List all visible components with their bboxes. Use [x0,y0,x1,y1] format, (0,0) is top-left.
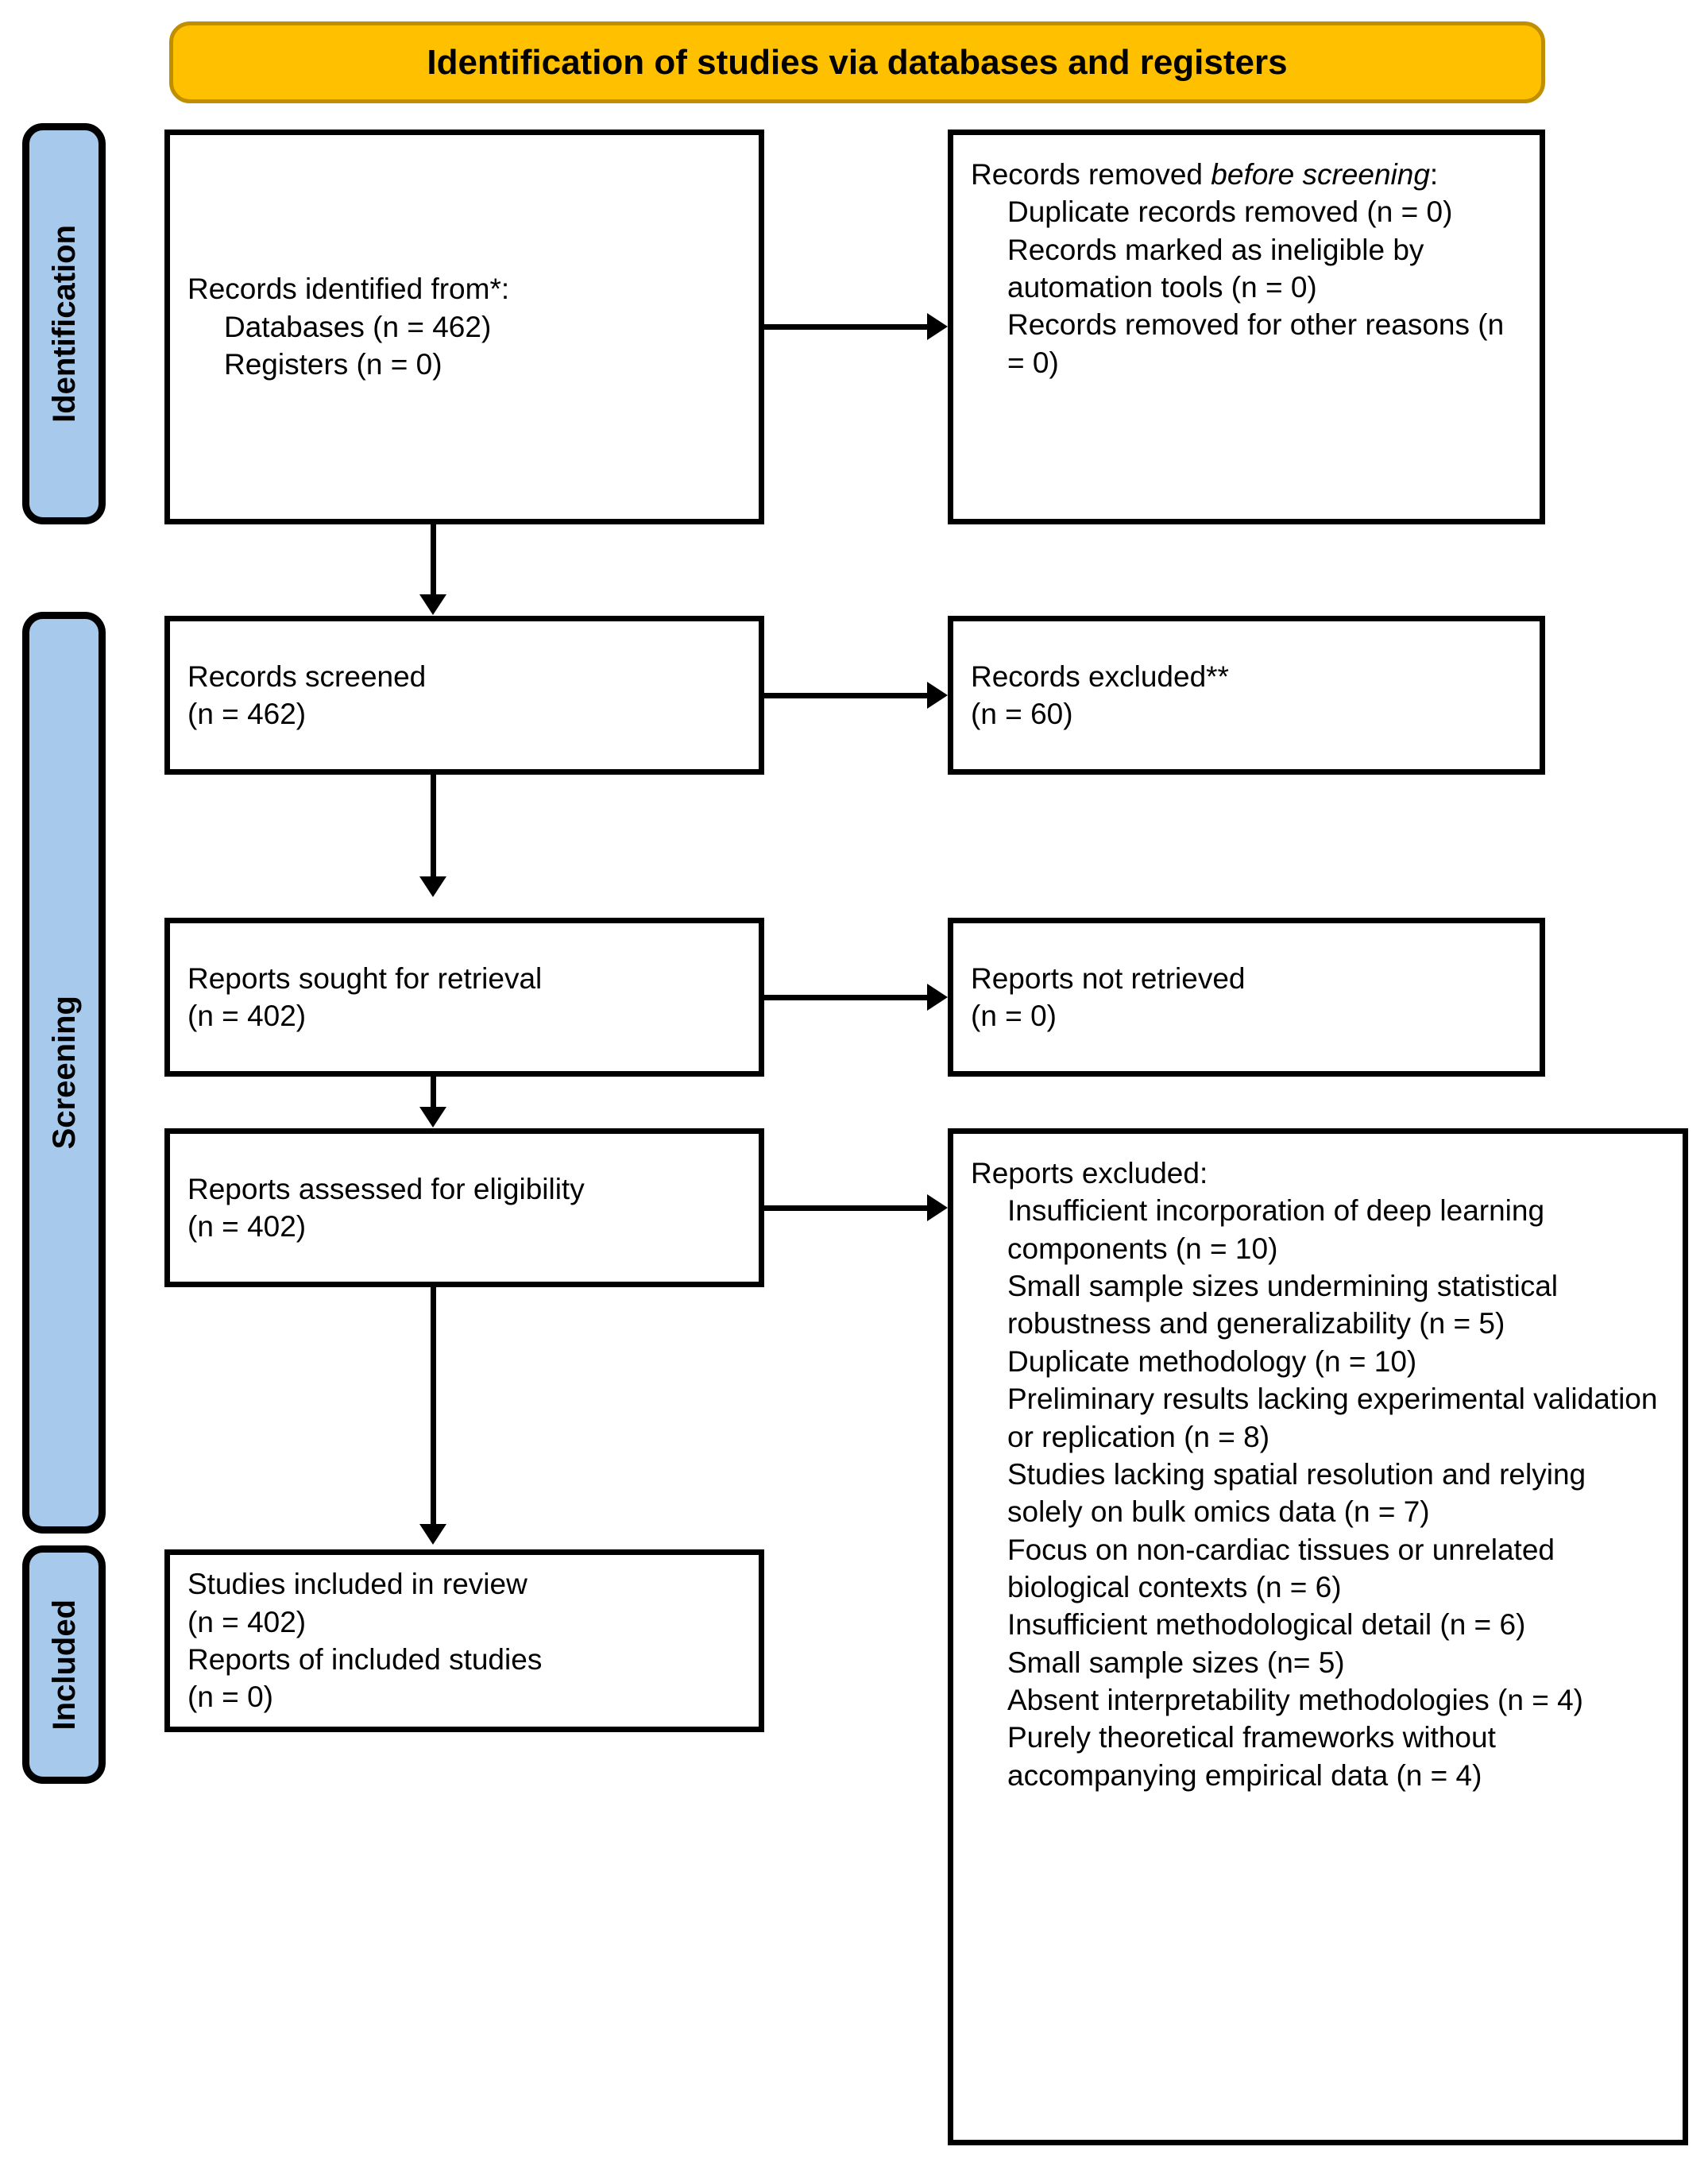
records-removed-heading-plain: Records removed [971,158,1211,191]
records-removed-heading-italic: before screening [1211,158,1430,191]
records-removed-line-2: Records removed for other reasons (n = 0… [1007,308,1513,379]
reports-excluded-line-4: Studies lacking spatial resolution and r… [1007,1457,1594,1529]
stage-tab-screening: Screening [22,612,106,1534]
records-screened-count: (n = 462) [187,698,307,730]
studies-included-line-2: Reports of included studies [187,1643,543,1676]
connector-sought-to-assessed [431,1077,436,1108]
stage-tab-screening-label: Screening [46,996,82,1150]
box-records-removed-before-screening: Records removed before screening: Duplic… [948,130,1545,524]
reports-excluded-line-1: Small sample sizes undermining statistic… [1007,1270,1567,1340]
box-records-screened: Records screened (n = 462) [164,616,764,775]
reports-sought-heading: Reports sought for retrieval [187,961,543,995]
reports-assessed-count: (n = 402) [187,1210,307,1243]
arrowhead-screened-to-sought [419,876,446,897]
records-identified-heading: Records identified from*: [187,273,510,306]
connector-screened-to-sought [431,775,436,876]
reports-excluded-line-3: Preliminary results lacking experimental… [1007,1383,1666,1453]
records-removed-line-0: Duplicate records removed (n = 0) [1007,195,1453,229]
stage-tab-identification-label: Identification [46,225,82,423]
records-identified-line-0: Databases (n = 462) [224,310,492,343]
studies-included-line-0: Studies included in review [187,1568,527,1601]
connector-identified-to-screened [431,524,436,594]
arrowhead-identified-to-screened [419,594,446,615]
studies-included-line-1: (n = 402) [187,1605,307,1638]
records-identified-line-1: Registers (n = 0) [224,348,442,381]
box-records-identified: Records identified from*: Databases (n =… [164,130,764,524]
arrowhead-assessed-to-included [419,1524,446,1545]
connector-sought-to-not-retrieved [764,995,927,1000]
reports-excluded-line-9: Purely theoretical frameworks without ac… [1007,1721,1505,1792]
arrowhead-assessed-to-reports-excluded [927,1194,948,1221]
connector-identified-to-removed [764,324,927,330]
box-studies-included-in-review: Studies included in review (n = 402) Rep… [164,1549,764,1732]
records-removed-heading-tail: : [1429,158,1439,191]
box-reports-excluded: Reports excluded: Insufficient incorpora… [948,1128,1688,2145]
records-removed-heading: Records removed before screening: [971,156,1522,193]
arrowhead-sought-to-assessed [419,1107,446,1127]
reports-excluded-line-0: Insufficient incorporation of deep learn… [1007,1194,1553,1265]
reports-excluded-line-2: Duplicate methodology (n = 10) [1007,1344,1417,1378]
box-records-excluded: Records excluded** (n = 60) [948,616,1545,775]
box-reports-not-retrieved: Reports not retrieved (n = 0) [948,918,1545,1077]
records-removed-line-1: Records marked as ineligible by automati… [1007,233,1432,304]
stage-tab-included-label: Included [46,1599,82,1731]
banner-title: Identification of studies via databases … [427,42,1288,82]
records-excluded-count: (n = 60) [971,698,1073,730]
reports-excluded-line-8: Absent interpretability methodologies (n… [1007,1684,1583,1717]
box-reports-sought-for-retrieval: Reports sought for retrieval (n = 402) [164,918,764,1077]
stage-tab-included: Included [22,1545,106,1784]
arrowhead-sought-to-not-retrieved [927,984,948,1011]
reports-excluded-line-7: Small sample sizes (n= 5) [1007,1646,1345,1679]
arrowhead-screened-to-excluded [927,682,948,709]
diagram-banner: Identification of studies via databases … [169,21,1545,103]
arrowhead-identified-to-removed [927,313,948,340]
reports-excluded-heading: Reports excluded: [971,1157,1208,1189]
connector-assessed-to-reports-excluded [764,1205,927,1211]
reports-assessed-heading: Reports assessed for eligibility [187,1172,585,1205]
records-screened-heading: Records screened [187,659,427,693]
records-excluded-heading: Records excluded** [971,659,1229,693]
reports-not-retrieved-heading: Reports not retrieved [971,961,1246,995]
studies-included-line-3: (n = 0) [187,1681,273,1714]
stage-tab-identification: Identification [22,123,106,524]
reports-sought-count: (n = 402) [187,1000,307,1032]
connector-assessed-to-included [431,1287,436,1524]
connector-screened-to-excluded [764,693,927,698]
reports-not-retrieved-count: (n = 0) [971,1000,1057,1032]
reports-excluded-line-5: Focus on non-cardiac tissues or unrelate… [1007,1533,1563,1603]
box-reports-assessed-for-eligibility: Reports assessed for eligibility (n = 40… [164,1128,764,1287]
reports-excluded-line-6: Insufficient methodological detail (n = … [1007,1608,1526,1642]
